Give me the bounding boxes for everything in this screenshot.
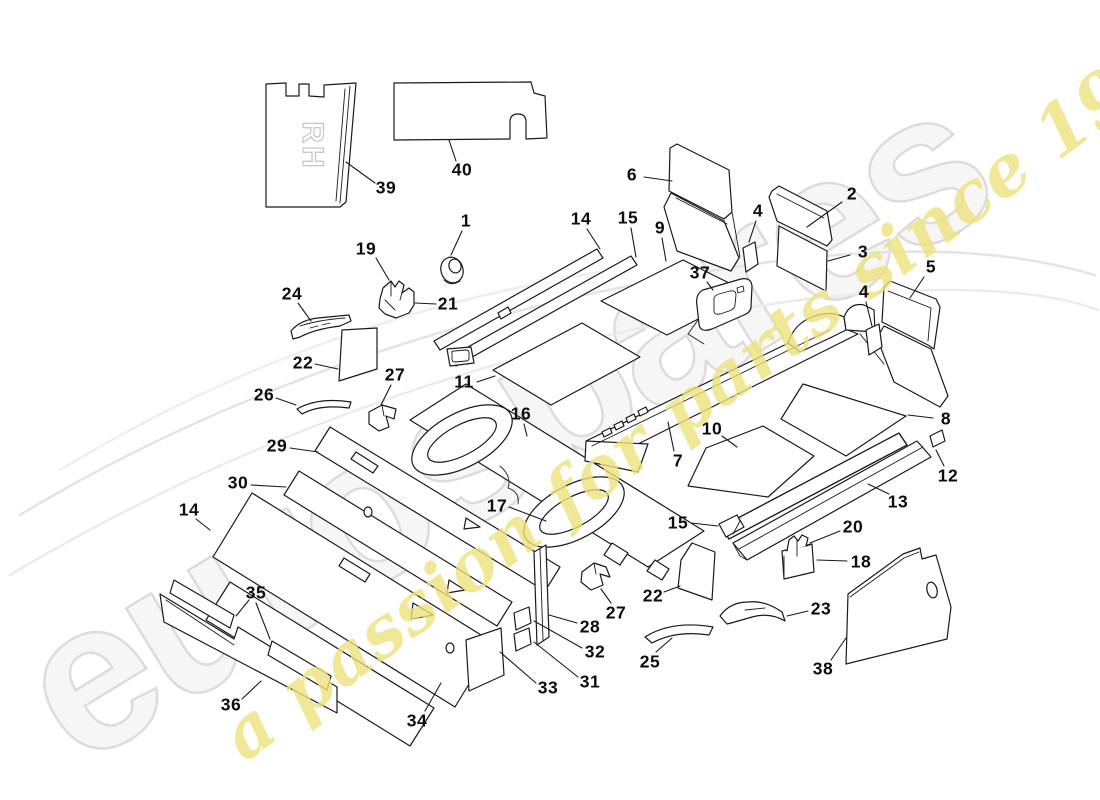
part-label-22: 22: [292, 352, 314, 373]
part-37-shape: [687, 278, 753, 345]
part-label-9: 9: [654, 217, 666, 238]
part-label-2: 2: [846, 183, 858, 204]
part-label-14: 14: [178, 499, 200, 520]
part-39-marking: RH: [296, 121, 329, 170]
part-30-shape: [283, 470, 513, 627]
part-label-28: 28: [579, 616, 601, 637]
part-27-lower-shape: [580, 562, 611, 591]
part-label-27: 27: [605, 602, 627, 623]
part-17-shape: [499, 465, 519, 505]
part-7-shape: [584, 303, 885, 473]
part-label-32: 32: [584, 641, 606, 662]
part-label-6: 6: [626, 164, 638, 185]
part-31-shape: [513, 627, 532, 652]
part-39-shape: RH: [265, 82, 357, 208]
part-label-4: 4: [858, 281, 870, 302]
part-8-shape: [780, 383, 907, 457]
part-38-shape: [845, 547, 952, 665]
part-27-upper-shape: [368, 404, 397, 432]
part-label-19: 19: [355, 238, 377, 259]
part-6-shape: [663, 143, 741, 272]
part-label-10: 10: [701, 418, 723, 439]
part-12-shape: [929, 429, 946, 448]
part-2-3-shape: [768, 185, 833, 292]
part-label-40: 40: [451, 159, 473, 180]
part-label-26: 26: [253, 384, 275, 405]
part-29-shape: [314, 426, 561, 592]
part-35-shape: [169, 579, 332, 691]
part-4-right-shape: [865, 323, 883, 356]
part-label-18: 18: [850, 551, 872, 572]
part-label-24: 24: [281, 283, 303, 304]
part-label-20: 20: [842, 516, 864, 537]
part-label-5: 5: [925, 256, 937, 277]
part-label-30: 30: [227, 472, 249, 493]
part-label-1: 1: [460, 210, 472, 231]
part-22-left-shape: [338, 327, 378, 382]
part-label-35: 35: [245, 582, 267, 603]
part-4-left-shape: [742, 241, 759, 273]
part-label-15: 15: [667, 512, 689, 533]
part-40-shape: [393, 81, 548, 141]
part-25-shape: [644, 624, 714, 644]
part-22-right-shape: [677, 542, 716, 601]
leader-lines: [195, 139, 945, 712]
part-5-shape: [876, 280, 949, 408]
part-label-13: 13: [887, 491, 909, 512]
part-label-25: 25: [639, 651, 661, 672]
part-label-21: 21: [437, 293, 459, 314]
part-label-14: 14: [570, 208, 592, 229]
part-label-4: 4: [752, 200, 764, 221]
part-1-shape: [440, 256, 464, 285]
part-label-15: 15: [617, 207, 639, 228]
part-15-sill-shape: [718, 432, 908, 540]
part-26-shape: [296, 399, 352, 415]
part-33-shape: [465, 627, 505, 692]
part-label-12: 12: [937, 465, 959, 486]
part-11-shape: [492, 322, 641, 406]
part-label-3: 3: [857, 241, 869, 262]
part-label-29: 29: [266, 435, 288, 456]
part-13-shape: [732, 440, 932, 561]
part-label-38: 38: [812, 658, 834, 679]
part-18-20-shape: [781, 534, 815, 580]
part-16-shape: [409, 383, 705, 581]
part-23-shape: [719, 601, 786, 625]
part-28-shape: [513, 544, 550, 652]
part-19-21-shape: [378, 280, 415, 319]
part-label-37: 37: [689, 262, 711, 283]
part-label-36: 36: [220, 694, 242, 715]
part-label-17: 17: [486, 495, 508, 516]
part-10-shape: [687, 425, 815, 498]
part-label-39: 39: [375, 177, 397, 198]
part-label-27: 27: [384, 364, 406, 385]
part-label-16: 16: [510, 403, 532, 424]
part-label-11: 11: [454, 371, 474, 392]
part-label-8: 8: [940, 408, 952, 429]
part-32-shape: [513, 606, 532, 631]
part-label-31: 31: [579, 671, 601, 692]
part-label-34: 34: [406, 710, 428, 731]
part-label-7: 7: [672, 450, 684, 471]
part-label-23: 23: [810, 598, 832, 619]
part-36-shape: [159, 593, 338, 714]
part-label-33: 33: [537, 677, 559, 698]
part-14-15-rails-shape: [433, 248, 638, 367]
part-label-22: 22: [642, 585, 664, 606]
part-14-panel-shape: [212, 492, 495, 708]
part-24-shape: [290, 314, 352, 340]
